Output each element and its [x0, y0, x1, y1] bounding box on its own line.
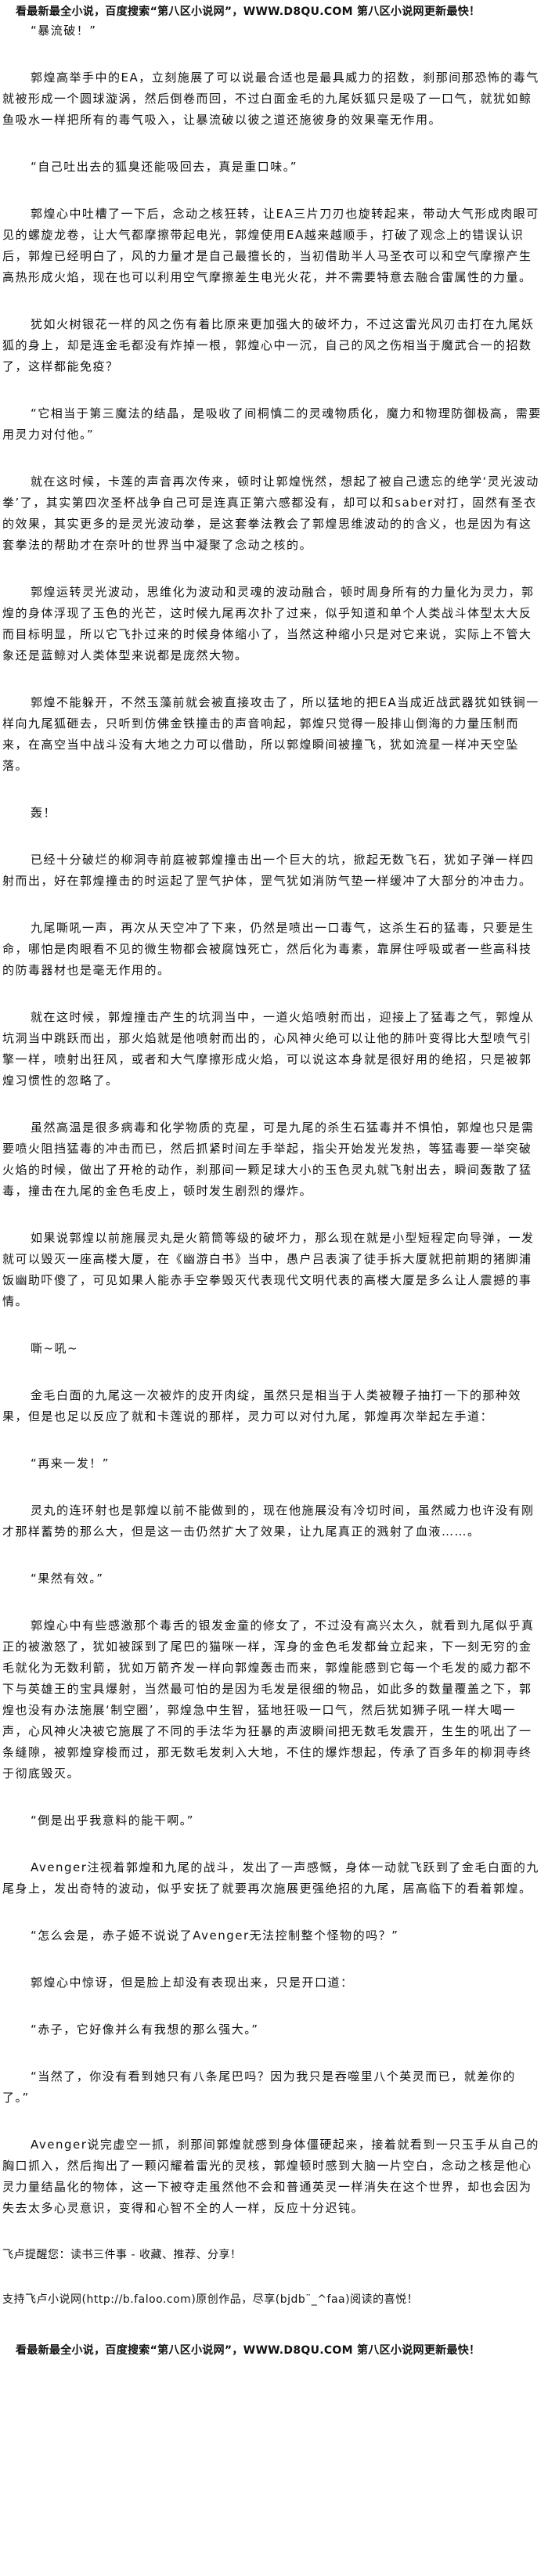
paragraph: “果然有效。”: [31, 1571, 104, 1586]
paragraph: 郭煌高举手中的EA，立刻施展了可以说最合适也是最具威力的招数，刹那间那恐怖的毒气…: [2, 70, 539, 127]
paragraph: 就在这时候，郭煌撞击产生的坑洞当中，一道火焰喷射而出，迎接上了猛毒之气，郭煌从坑…: [2, 1010, 535, 1088]
paragraph: “暴流破！”: [31, 23, 97, 38]
paragraph: Avenger说完虚空一抓，刹那间郭煌就感到身体僵硬起来，接着就看到一只玉手从自…: [2, 2138, 539, 2215]
paragraph: 就在这时候，卡莲的声音再次传来，顿时让郭煌恍然，想起了被自己遗忘的绝学‘灵光波动…: [2, 474, 539, 552]
paragraph: 金毛白面的九尾这一次被炸的皮开肉绽，虽然只是相当于人类被鞭子抽打一下的那种效果，…: [2, 1388, 522, 1423]
support-note: 支持飞卢小说网(http://b.faloo.com)原创作品，尽享(bjdb¨…: [2, 2293, 419, 2306]
paragraph: 郭煌心中有些感激那个毒舌的银发金童的修女了，不过没有高兴太久，就看到九尾似乎真正…: [2, 1618, 535, 1780]
paragraph: Avenger注视着郭煌和九尾的战斗，发出了一声感慨，身体一动就飞跃到了金毛白面…: [2, 1860, 539, 1896]
paragraph: “怎么会是，赤子姬不说说了Avenger无法控制整个怪物的吗？”: [31, 1928, 399, 1943]
paragraph: 郭煌不能躲开，不然玉藻前就会被直接攻击了，所以猛地的把EA当成近战武器犹如铁锏一…: [2, 695, 539, 773]
paragraph: 郭煌心中惊讶，但是脸上却没有表现出来，只是开口道：: [31, 1975, 354, 1990]
paragraph: 如果说郭煌以前施展灵丸是火箭筒等级的破坏力，那么现在就是小型短程定向导弹，一发就…: [2, 1231, 535, 1308]
paragraph: 嘶~吼~: [31, 1341, 79, 1355]
paragraph: 已经十分破烂的柳洞寺前庭被郭煌撞击出一个巨大的坑，掀起无数飞石，犹如子弹一样四射…: [2, 853, 535, 888]
paragraph: “倒是出乎我意料的能干啊。”: [31, 1813, 195, 1827]
paragraph: “赤子，它好像并么有我想的那么强大。”: [31, 2022, 259, 2037]
paragraph: 虽然高温是很多病毒和化学物质的克星，可是九尾的杀生石猛毒并不惧怕，郭煌也只是需要…: [2, 1120, 535, 1198]
paragraph: 轰！: [31, 806, 57, 820]
paragraph: 郭煌运转灵光波动，思维化为波动和灵魂的波动融合，顿时周身所有的力量化为灵力，郭煌…: [2, 585, 535, 662]
chapter-content: “暴流破！” 郭煌高举手中的EA，立刻施展了可以说最合适也是最具威力的招数，刹那间…: [0, 20, 548, 2219]
paragraph: 郭煌心中吐槽了一下后，念动之核狂转，让EA三片刀刃也旋转起来，带动大气形成肉眼可…: [2, 207, 539, 284]
site-notice-bottom: 看最新最全小说，百度搜索“第八区小说网”，WWW.D8QU.COM 第八区小说网…: [16, 2344, 481, 2357]
paragraph: “当然了，你没有看到她只有八条尾巴吗？因为我只是吞噬里八个英灵而已，就差你的了。…: [2, 2069, 516, 2105]
chapter-footer: 飞卢提醒您：读书三件事 - 收藏、推荐、分享！ 支持飞卢小说网(http://b…: [0, 2245, 548, 2311]
paragraph: “自己吐出去的狐臭还能吸回去，真是重口味。”: [31, 160, 298, 174]
reading-reminder: 飞卢提醒您：读书三件事 - 收藏、推荐、分享！: [2, 2249, 242, 2261]
paragraph: “再来一发！”: [31, 1456, 110, 1470]
paragraph: 犹如火树银花一样的风之伤有着比原来更加强大的破坏力，不过这雷光风刃击打在九尾妖狐…: [2, 317, 535, 373]
paragraph: “它相当于第三魔法的结晶，是吸收了间桐慎二的灵魂物质化，魔力和物理防御极高，需要…: [2, 406, 542, 442]
site-notice-top: 看最新最全小说，百度搜索“第八区小说网”，WWW.D8QU.COM 第八区小说网…: [16, 5, 481, 18]
paragraph: 九尾嘶吼一声，再次从天空冲了下来，仍然是喷出一口毒气，这杀生石的猛毒，只要是生命…: [2, 921, 535, 977]
paragraph: 灵丸的连环射也是郭煌以前不能做到的，现在他施展没有冷切时间，虽然威力也许没有刚才…: [2, 1503, 535, 1539]
